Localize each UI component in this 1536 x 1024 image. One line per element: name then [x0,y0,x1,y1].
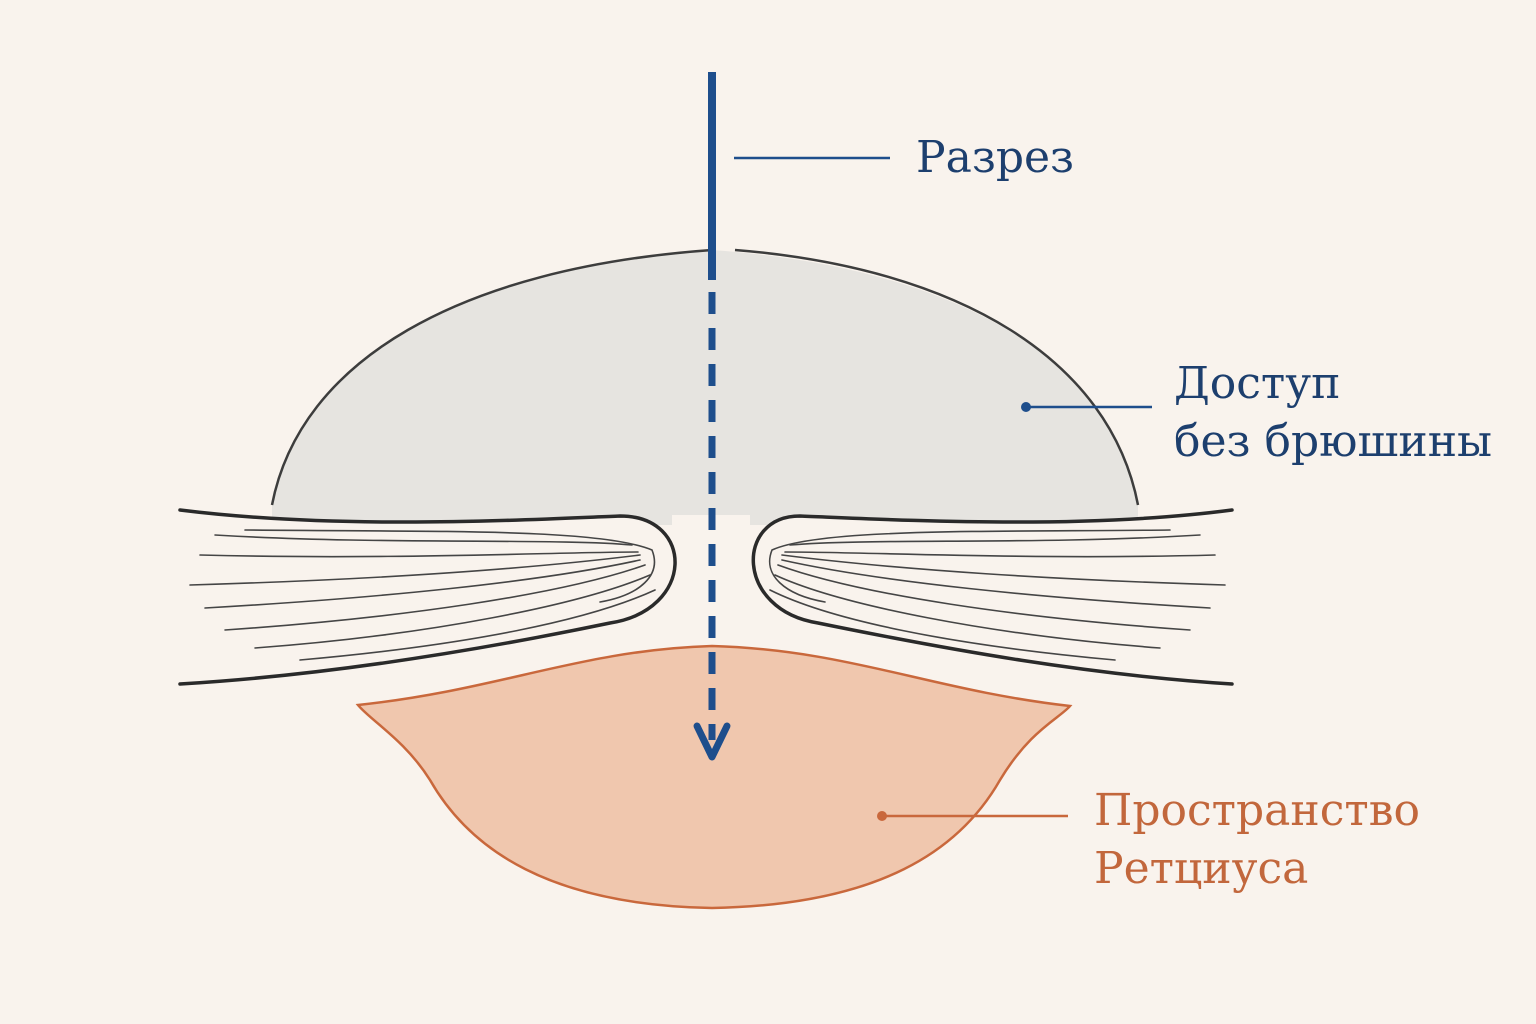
right-muscle-bundle [751,508,1234,686]
extraperitoneal-label: Доступ без брюшины [1174,355,1492,471]
retzius-label-line2: Ретциуса [1094,843,1309,894]
arrow-down-icon [693,722,731,761]
peritoneum-dome [272,250,1138,525]
extraperitoneal-label-line2: без брюшины [1174,416,1493,467]
retzius-label: Пространство Ретциуса [1094,782,1420,898]
incision-label-text: Разрез [916,132,1075,183]
peritoneum-outline [270,248,1140,506]
retzius-space [355,644,1073,910]
extraperitoneal-label-line1: Доступ [1174,358,1341,409]
incision-label: Разрез [916,129,1074,187]
left-muscle-bundle [178,508,677,686]
retzius-label-line1: Пространство [1094,785,1420,836]
